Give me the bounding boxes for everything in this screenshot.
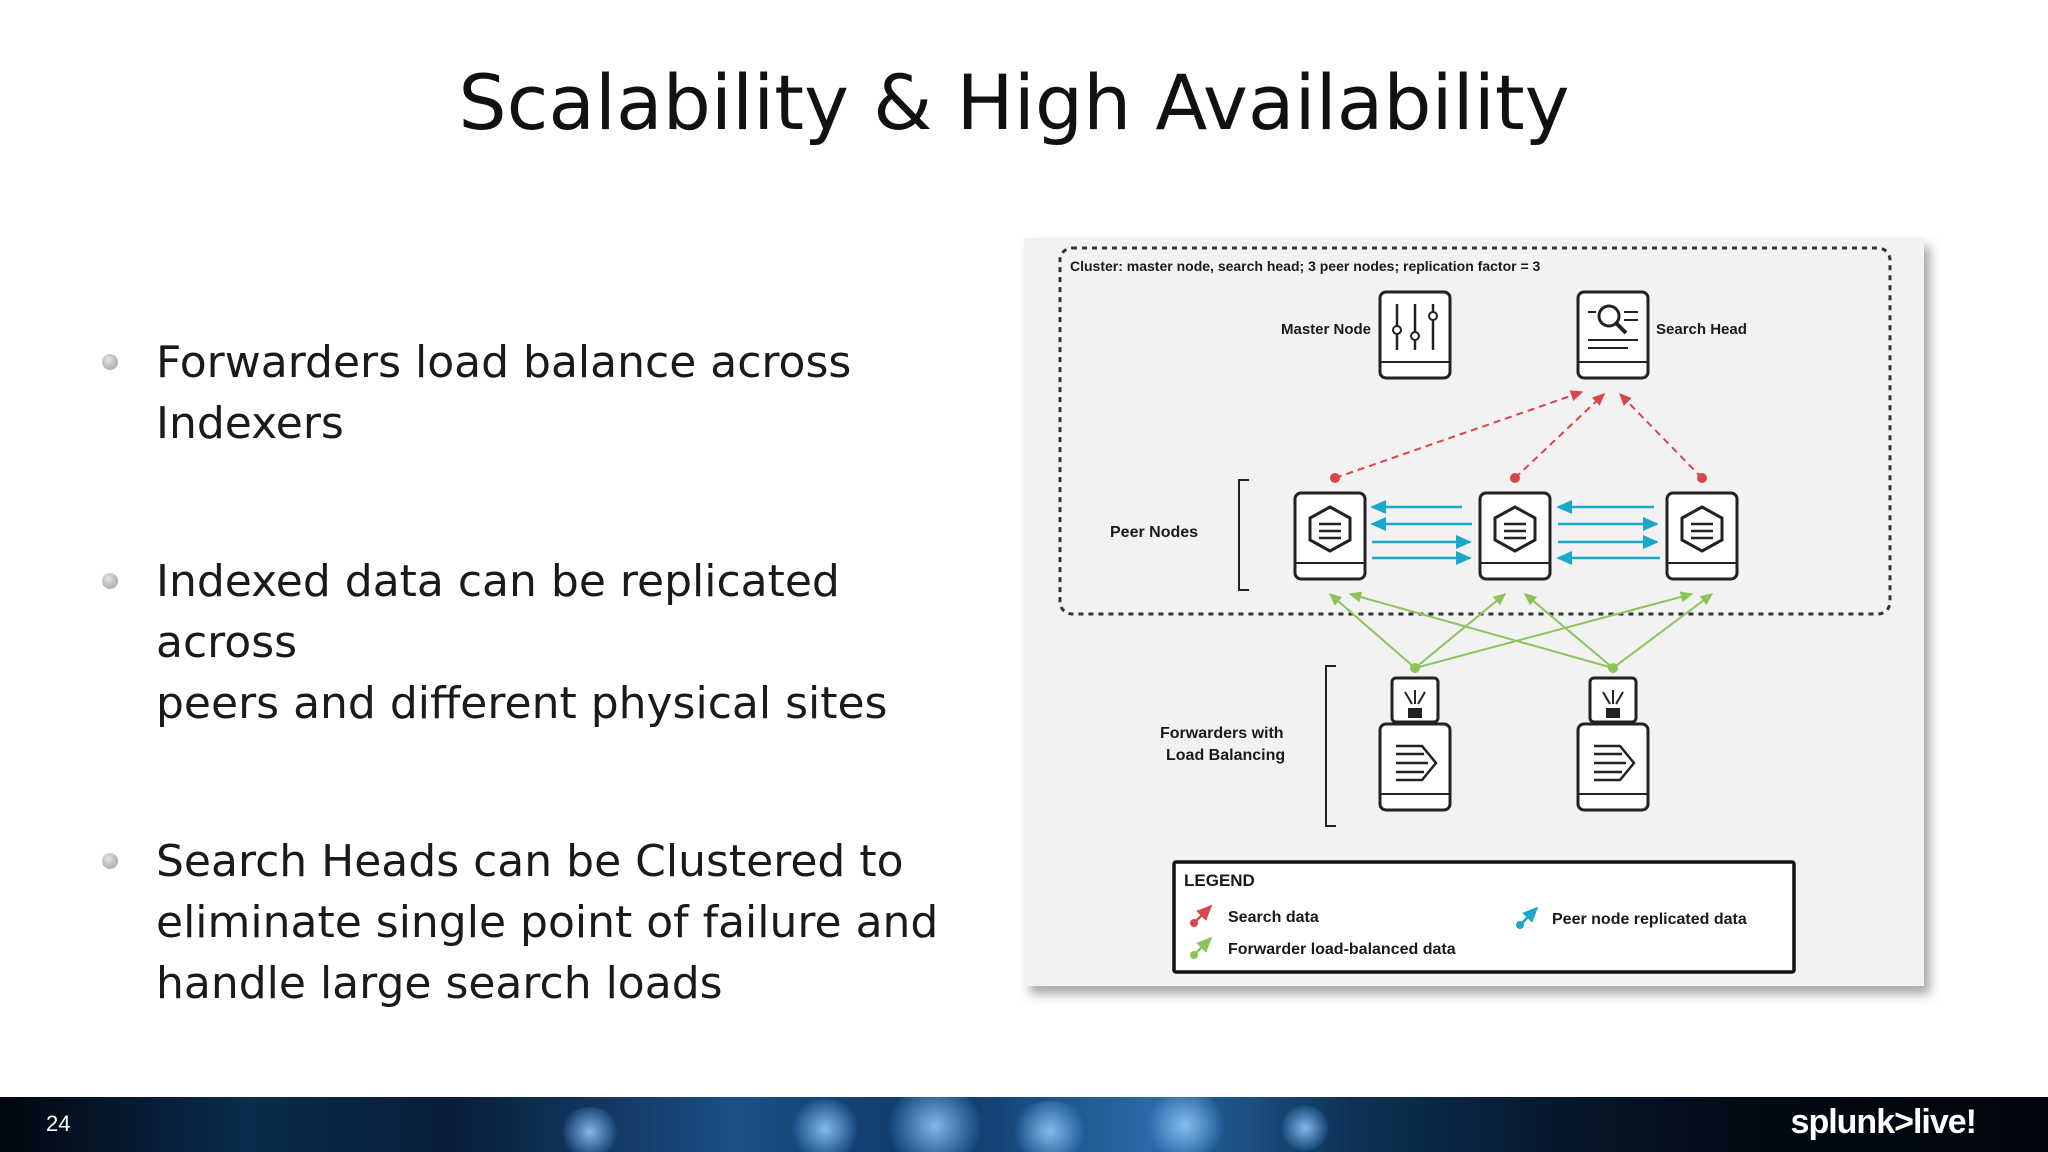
cluster-boundary xyxy=(1058,246,1892,616)
usb-plug-icon xyxy=(1390,676,1440,724)
legend-forwarder-data: Forwarder load-balanced data xyxy=(1228,941,1456,958)
legend-box xyxy=(1172,860,1796,974)
indexer-hexagon-icon xyxy=(1478,491,1552,581)
bullet-line: Indexers xyxy=(156,398,344,449)
forwarder-arrow-icon xyxy=(1576,722,1650,812)
legend-search-data: Search data xyxy=(1228,909,1319,926)
forwarder-data-arrows xyxy=(1328,591,1714,669)
indexer-hexagon-icon xyxy=(1665,491,1739,581)
sliders-icon xyxy=(1378,290,1452,380)
legend-title: LEGEND xyxy=(1184,871,1255,890)
bullet-line: handle large search loads xyxy=(156,958,723,1009)
bullet-line: Forwarders load balance across xyxy=(156,337,852,388)
forwarders-label-line2: Load Balancing xyxy=(1166,747,1285,764)
replication-arrows xyxy=(1370,500,1660,565)
forwarders-label-line1: Forwarders with xyxy=(1160,725,1284,742)
bullet-line: eliminate single point of failure and xyxy=(156,897,939,948)
cluster-diagram: Cluster: master node, search head; 3 pee… xyxy=(1024,238,1924,986)
bullet-dot-icon xyxy=(102,573,118,589)
page-number: 24 xyxy=(46,1111,71,1136)
footer-bar: 24 splunk>live! xyxy=(0,1097,2048,1152)
peer-nodes-label: Peer Nodes xyxy=(1110,524,1198,541)
master-node-label: Master Node xyxy=(1281,321,1371,338)
bullet-item: Search Heads can be Clustered to elimina… xyxy=(100,831,980,1014)
forwarder-arrow-icon xyxy=(1378,722,1452,812)
bullet-line: Indexed data can be replicated across xyxy=(156,556,840,668)
cluster-caption: Cluster: master node, search head; 3 pee… xyxy=(1070,258,1541,274)
slide-title: Scalability & High Availability xyxy=(458,58,1570,147)
bullet-dot-icon xyxy=(102,853,118,869)
bullet-line: Search Heads can be Clustered to xyxy=(156,836,904,887)
bullet-item: Indexed data can be replicated across pe… xyxy=(100,551,980,734)
cluster-diagram-svg: Cluster: master node, search head; 3 pee… xyxy=(1058,246,1892,974)
search-head-label: Search Head xyxy=(1656,321,1747,338)
legend-replicated-data: Peer node replicated data xyxy=(1552,911,1747,928)
bullet-item: Forwarders load balance across Indexers xyxy=(100,332,980,454)
bullet-line: peers and different physical sites xyxy=(156,678,888,729)
indexer-hexagon-icon xyxy=(1293,491,1367,581)
brand-logo: splunk>live! xyxy=(1790,1103,1977,1141)
bullet-dot-icon xyxy=(102,354,118,370)
search-data-arrows xyxy=(1334,390,1703,479)
magnifier-document-icon xyxy=(1576,290,1650,380)
bullet-list: Forwarders load balance across Indexers … xyxy=(100,332,980,1014)
usb-plug-icon xyxy=(1588,676,1638,724)
